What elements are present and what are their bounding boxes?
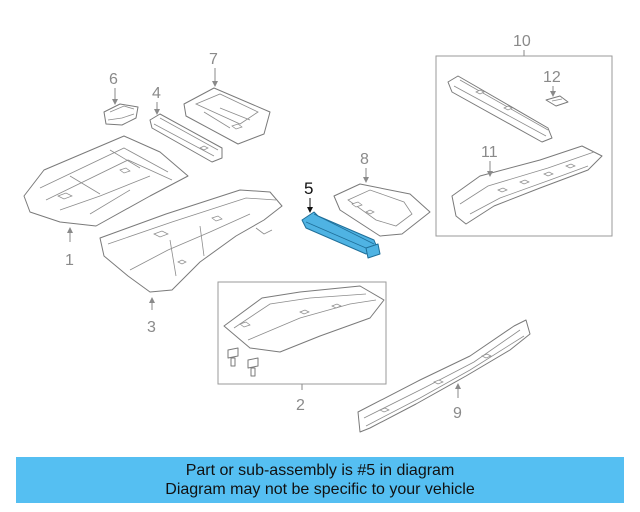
callout-12-label: 12 [543,69,561,86]
callout-8-label: 8 [360,151,369,168]
banner-line-2: Diagram may not be specific to your vehi… [165,481,475,498]
callout-11-label: 11 [481,144,498,161]
callout-9-label: 9 [453,405,462,422]
part-4[interactable] [149,113,223,163]
group-box-2: 2 [217,281,387,414]
callout-7-label: 7 [209,51,218,68]
part-12[interactable] [545,95,569,107]
part-11[interactable] [451,145,603,225]
group-box-10: 10 [435,33,613,237]
callout-12: 12 [543,69,561,97]
callout-10-label: 10 [513,33,531,50]
callout-9: 9 [453,383,462,422]
callout-8: 8 [360,151,369,183]
part-8[interactable] [333,183,431,237]
callout-1-label: 1 [65,252,74,269]
callout-3: 3 [147,297,156,336]
callout-5: 5 [304,179,313,213]
bolt-a [227,347,239,367]
callout-6-label: 6 [109,71,118,88]
info-banner: Part or sub-assembly is #5 in diagram Di… [16,457,624,503]
callout-5-label: 5 [304,179,313,198]
callout-3-label: 3 [147,319,156,336]
callout-7: 7 [209,51,218,87]
callout-6: 6 [109,71,118,105]
part-2[interactable] [223,285,385,353]
part-9[interactable] [357,319,531,433]
part-3[interactable] [99,189,283,293]
part-5[interactable] [301,211,381,259]
bolt-b [247,357,259,377]
callout-11: 11 [481,144,498,177]
callout-4: 4 [152,85,161,115]
part-6[interactable] [103,103,139,126]
banner-line-1: Part or sub-assembly is #5 in diagram [185,462,455,479]
part-10-rail[interactable] [447,75,553,143]
part-7[interactable] [183,87,271,145]
callout-1: 1 [65,227,74,269]
callout-2-label: 2 [296,397,305,414]
part-1[interactable] [23,135,189,227]
callout-4-label: 4 [152,85,161,102]
